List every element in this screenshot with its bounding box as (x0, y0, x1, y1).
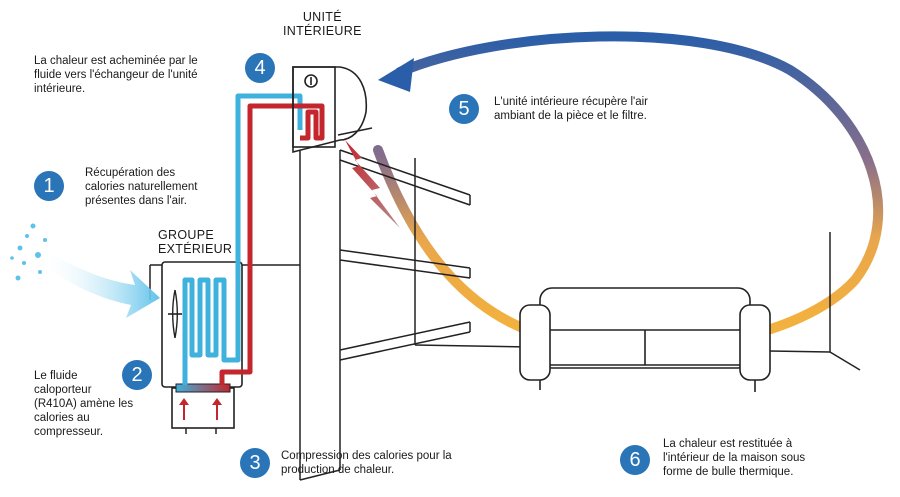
outdoor-air-flow (10, 223, 160, 318)
step-2-line: (R410A) amène les (34, 398, 134, 410)
indoor-unit-label-line: UNITÉ (302, 10, 342, 24)
step-5-badge: 5 (449, 94, 479, 124)
step-4-line: fluide vers l'échangeur de l'unité (34, 69, 198, 81)
step-4-text: La chaleur est acheminée par le fluide v… (34, 54, 198, 96)
step-6-badge: 6 (620, 445, 650, 475)
step-5-text: L'unité intérieure récupère l'air ambian… (494, 95, 648, 123)
step-1-line: Récupération des (85, 167, 176, 179)
step-2-line: compresseur. (34, 426, 104, 438)
heat-bolt-icon (345, 140, 400, 228)
step-4-line: intérieure. (34, 83, 86, 95)
cold-fluid-pipe (182, 93, 303, 385)
compressor (171, 383, 235, 434)
step-4-badge: 4 (245, 53, 275, 83)
step-5-line: ambiant de la pièce et le filtre. (494, 110, 647, 122)
step-3-badge: 3 (240, 448, 270, 478)
airflow-arrowhead (378, 58, 414, 92)
hot-fluid-pipe (219, 103, 325, 385)
indoor-unit (292, 66, 373, 154)
outdoor-unit-label-line: GROUPE (158, 228, 214, 242)
step-3-line: Compression des calories pour la (281, 450, 452, 462)
step-1-line: présentes dans l'air. (85, 195, 187, 207)
step-2-line: caloporteur (34, 384, 92, 396)
step-1-badge: 1 (34, 171, 64, 201)
outdoor-unit-label-line: EXTÉRIEUR (158, 242, 233, 256)
indoor-unit-label-line: INTÉRIEURE (283, 24, 362, 38)
step-6-line: forme de bulle thermique. (663, 466, 794, 478)
step-5-line: L'unité intérieure récupère l'air (494, 96, 648, 108)
outdoor-unit-label: GROUPE EXTÉRIEUR (158, 228, 232, 256)
step-6-line: l'intérieur de la maison sous (663, 452, 806, 464)
step-6-line: La chaleur est restituée à (663, 438, 793, 450)
indoor-unit-label: UNITÉ INTÉRIEURE (283, 10, 362, 38)
step-3-line: production de chaleur. (281, 464, 395, 476)
thermal-airflow-arc (373, 31, 884, 354)
step-1-line: calories naturellement (85, 181, 198, 193)
step-1-text: Récupération des calories naturellement … (85, 166, 198, 208)
step-4-line: La chaleur est acheminée par le (34, 55, 198, 67)
step-2-line: Le fluide (34, 370, 78, 382)
step-2-text: Le fluide caloporteur (R410A) amène les … (34, 369, 133, 439)
step-6-text: La chaleur est restituée à l'intérieur d… (663, 437, 805, 479)
step-2-badge: 2 (122, 360, 152, 390)
step-3-text: Compression des calories pour la product… (281, 449, 452, 477)
step-2-line: calories au (34, 412, 90, 424)
sofa (519, 287, 771, 392)
